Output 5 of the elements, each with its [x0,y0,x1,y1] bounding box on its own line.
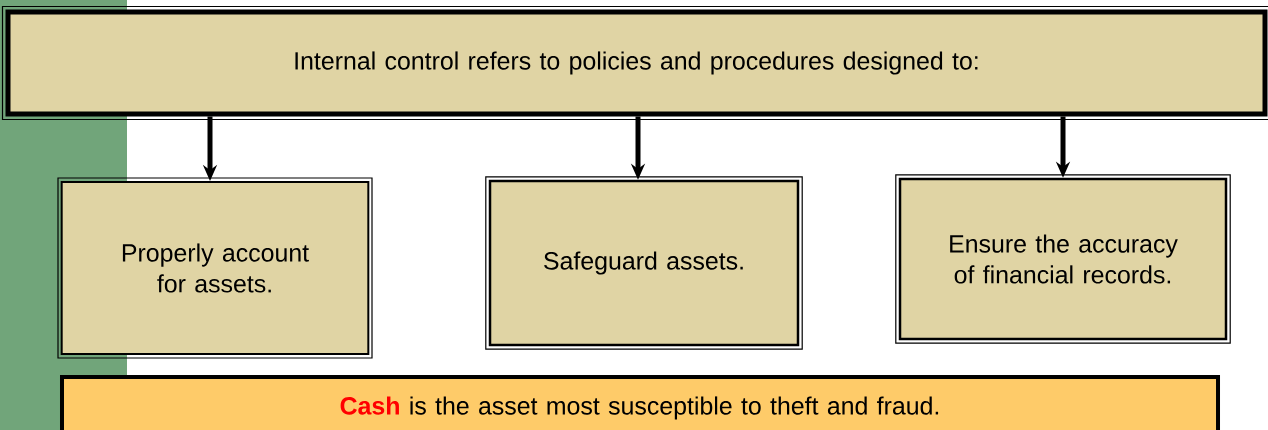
header-box: Internal control refers to policies and procedures designed to: [1,5,1268,121]
process-box: Properly account for assets. [57,177,373,359]
process-box: Safeguard assets. [485,176,803,350]
note-box: Cash is the asset most susceptible to theft and fraud. [60,375,1220,430]
process-box: Ensure the accuracy of financial records. [895,174,1231,344]
